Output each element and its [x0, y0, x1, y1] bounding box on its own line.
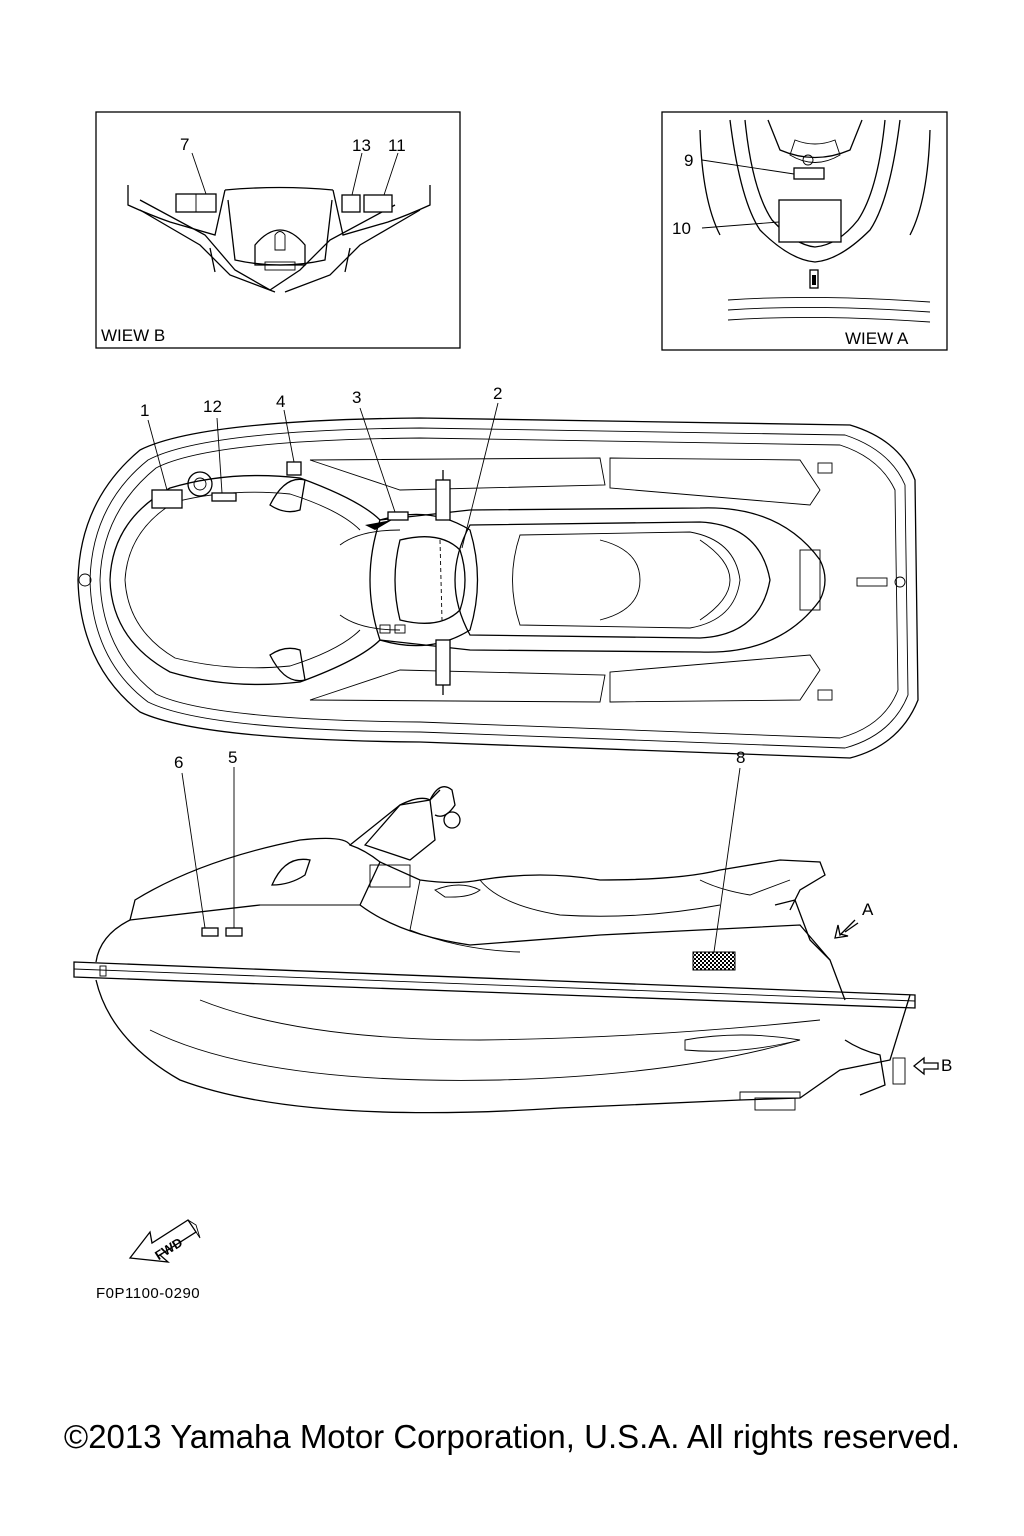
copyright-notice: ©2013 Yamaha Motor Corporation, U.S.A. A…	[63, 1418, 961, 1455]
decal-13-box	[341, 194, 361, 213]
view-b-panel: 7 13 11 WIEW B	[95, 111, 461, 349]
decal-8-box	[692, 951, 736, 971]
decal-10-box	[778, 199, 842, 243]
decal-3-box	[387, 511, 409, 521]
callout-1: 1	[140, 401, 149, 420]
callout-2: 2	[493, 384, 502, 403]
view-a-panel: 9 10 WIEW A	[661, 111, 948, 351]
callout-8: 8	[736, 748, 745, 767]
decal-6-box	[201, 927, 219, 937]
callout-9: 9	[684, 151, 693, 170]
view-b-arrow	[912, 1056, 939, 1076]
view-b-arrow-label: B	[941, 1056, 952, 1075]
callout-6: 6	[174, 753, 183, 772]
callout-11: 11	[388, 136, 406, 155]
callout-7: 7	[180, 135, 189, 154]
decal-5-box	[225, 927, 243, 937]
decal-9-box	[793, 167, 825, 180]
view-a-label: WIEW A	[845, 329, 909, 348]
fwd-label: FWD	[152, 1235, 185, 1263]
decal-12-box	[211, 492, 237, 502]
view-a-arrow-label: A	[862, 900, 874, 919]
decal-4-box	[286, 461, 302, 476]
callout-13: 13	[352, 136, 371, 155]
top-view: 1 12 4 3 2	[77, 384, 919, 759]
callout-10: 10	[672, 219, 691, 238]
fwd-arrow-icon: FWD	[128, 1219, 201, 1263]
callout-3: 3	[352, 388, 361, 407]
decal-1-box	[151, 489, 183, 509]
callout-5: 5	[228, 748, 237, 767]
decal-11-box	[363, 194, 393, 213]
part-code: F0P1100-0290	[96, 1285, 201, 1302]
callout-4: 4	[276, 392, 285, 411]
callout-12: 12	[203, 397, 222, 416]
side-view: 6 5 8 A B	[73, 748, 952, 1114]
view-b-label: WIEW B	[101, 326, 165, 345]
